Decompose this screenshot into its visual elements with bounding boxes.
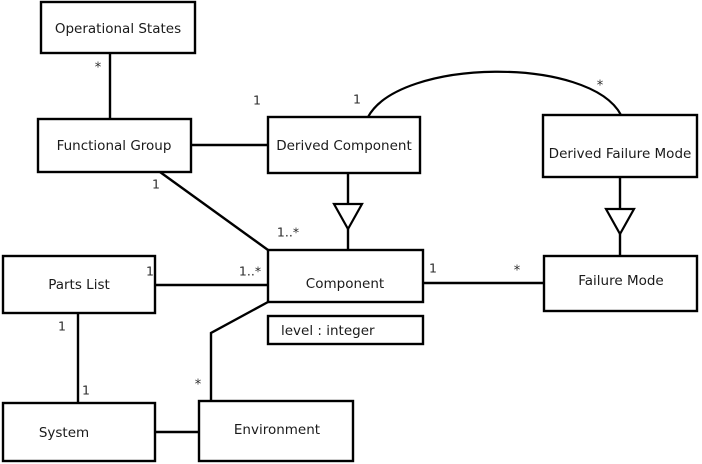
class-rect-failure-mode xyxy=(542,254,699,313)
class-box-environment[interactable]: Environment xyxy=(197,399,355,463)
class-name-parts-list: Parts List xyxy=(48,277,110,293)
multiplicity-component-failure-mode-target: * xyxy=(514,264,521,279)
class-attribute-component-level: level : integer xyxy=(281,323,375,339)
class-name-derived-component: Derived Component xyxy=(276,138,412,154)
multiplicity-parts-list-component-target: 1..* xyxy=(239,264,261,279)
class-rect-derived-failure-mode xyxy=(541,113,699,179)
multiplicity-arc-derived-component: 1 xyxy=(353,92,361,107)
class-name-environment: Environment xyxy=(234,422,320,438)
class-box-derived-failure-mode[interactable]: Derived Failure Mode xyxy=(541,113,699,179)
class-box-derived-component[interactable]: Derived Component xyxy=(266,115,422,175)
multiplicity-component-failure-mode-source: 1 xyxy=(429,261,437,276)
connector-functional-group-component[interactable] xyxy=(159,171,269,251)
connector-derived-component-derived-failure-mode[interactable] xyxy=(367,70,622,118)
multiplicity-parts-list-system-target: 1 xyxy=(82,383,90,398)
generalization-triangle-derived-component xyxy=(332,202,364,232)
class-rect-parts-list xyxy=(1,254,157,315)
class-name-derived-failure-mode: Derived Failure Mode xyxy=(549,146,692,162)
multiplicity-arc-derived-failure-mode: * xyxy=(597,79,604,94)
class-rect-derived-component xyxy=(266,115,422,175)
class-rect-component xyxy=(266,248,425,304)
class-box-operational-states[interactable]: Operational States xyxy=(39,0,197,55)
class-rect-functional-group xyxy=(36,117,193,174)
class-box-parts-list[interactable]: Parts List xyxy=(1,254,157,315)
class-name-functional-group: Functional Group xyxy=(57,138,172,154)
multiplicity-functional-group-derived-component: 1 xyxy=(253,93,261,108)
multiplicity-parts-list-system-source: 1 xyxy=(58,319,66,334)
connector-environment-component[interactable] xyxy=(209,300,269,401)
multiplicity-functional-group-component-target: 1..* xyxy=(277,225,299,240)
class-name-failure-mode: Failure Mode xyxy=(578,273,664,289)
class-rect-operational-states xyxy=(39,0,197,55)
class-box-system[interactable]: System xyxy=(1,401,157,463)
multiplicity-functional-group-component-source: 1 xyxy=(152,177,160,192)
class-name-operational-states: Operational States xyxy=(55,21,181,37)
multiplicity-operational-states: * xyxy=(95,61,102,76)
multiplicity-environment-component: * xyxy=(195,378,202,393)
generalization-triangle-derived-failure-mode xyxy=(604,207,636,237)
multiplicity-parts-list-component-source: 1 xyxy=(146,264,154,279)
class-rect-system xyxy=(1,401,157,463)
class-rect-environment xyxy=(197,399,355,463)
class-box-failure-mode[interactable]: Failure Mode xyxy=(542,254,699,313)
class-box-component[interactable]: Component level : integer xyxy=(266,248,425,346)
class-name-system: System xyxy=(39,425,89,441)
class-name-component: Component xyxy=(306,276,384,292)
class-box-functional-group[interactable]: Functional Group xyxy=(36,117,193,174)
class-attribute-compartment-component xyxy=(266,314,425,346)
